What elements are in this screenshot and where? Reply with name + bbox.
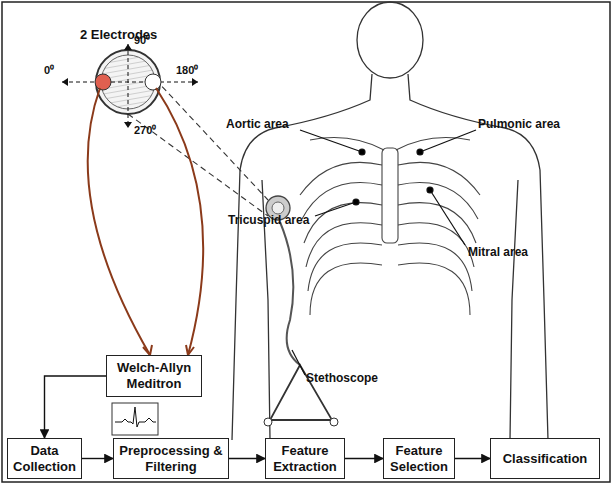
- label: 180⁰: [176, 64, 198, 76]
- label: 270⁰: [134, 124, 156, 136]
- process-box: Data Collection: [7, 438, 82, 479]
- flow-arrow: [45, 376, 107, 438]
- label: 0⁰: [44, 64, 54, 76]
- process-box: Welch-Allyn Meditron: [106, 355, 202, 397]
- box-text: Preprocessing & Filtering: [118, 443, 224, 474]
- process-box: Feature Extraction: [265, 438, 345, 479]
- process-box: Preprocessing & Filtering: [113, 438, 229, 479]
- label: Mitral area: [468, 246, 528, 259]
- label: Stethoscope: [306, 372, 378, 385]
- flow-arrow: [345, 458, 383, 459]
- box-text: Feature Selection: [388, 443, 450, 474]
- label: Aortic area: [226, 118, 289, 131]
- box-text: Feature Extraction: [270, 443, 340, 474]
- label: Tricuspid area: [228, 214, 309, 227]
- box-text: Welch-Allyn Meditron: [111, 360, 197, 391]
- ribcage: [300, 138, 480, 315]
- box-text: Classification: [503, 451, 588, 467]
- flow-arrow: [82, 458, 113, 459]
- stethoscope: [264, 196, 338, 426]
- process-box: Feature Selection: [383, 438, 455, 479]
- label: 90⁰: [134, 34, 150, 46]
- flow-arrow: [229, 458, 265, 459]
- leader-lines: [292, 130, 476, 375]
- process-box: Classification: [490, 438, 600, 479]
- label: Pulmonic area: [478, 118, 560, 131]
- ecg-thumbnail: [112, 403, 158, 435]
- box-text: Data Collection: [12, 443, 77, 474]
- electrode-head: [62, 44, 203, 355]
- flow-arrow: [455, 458, 490, 459]
